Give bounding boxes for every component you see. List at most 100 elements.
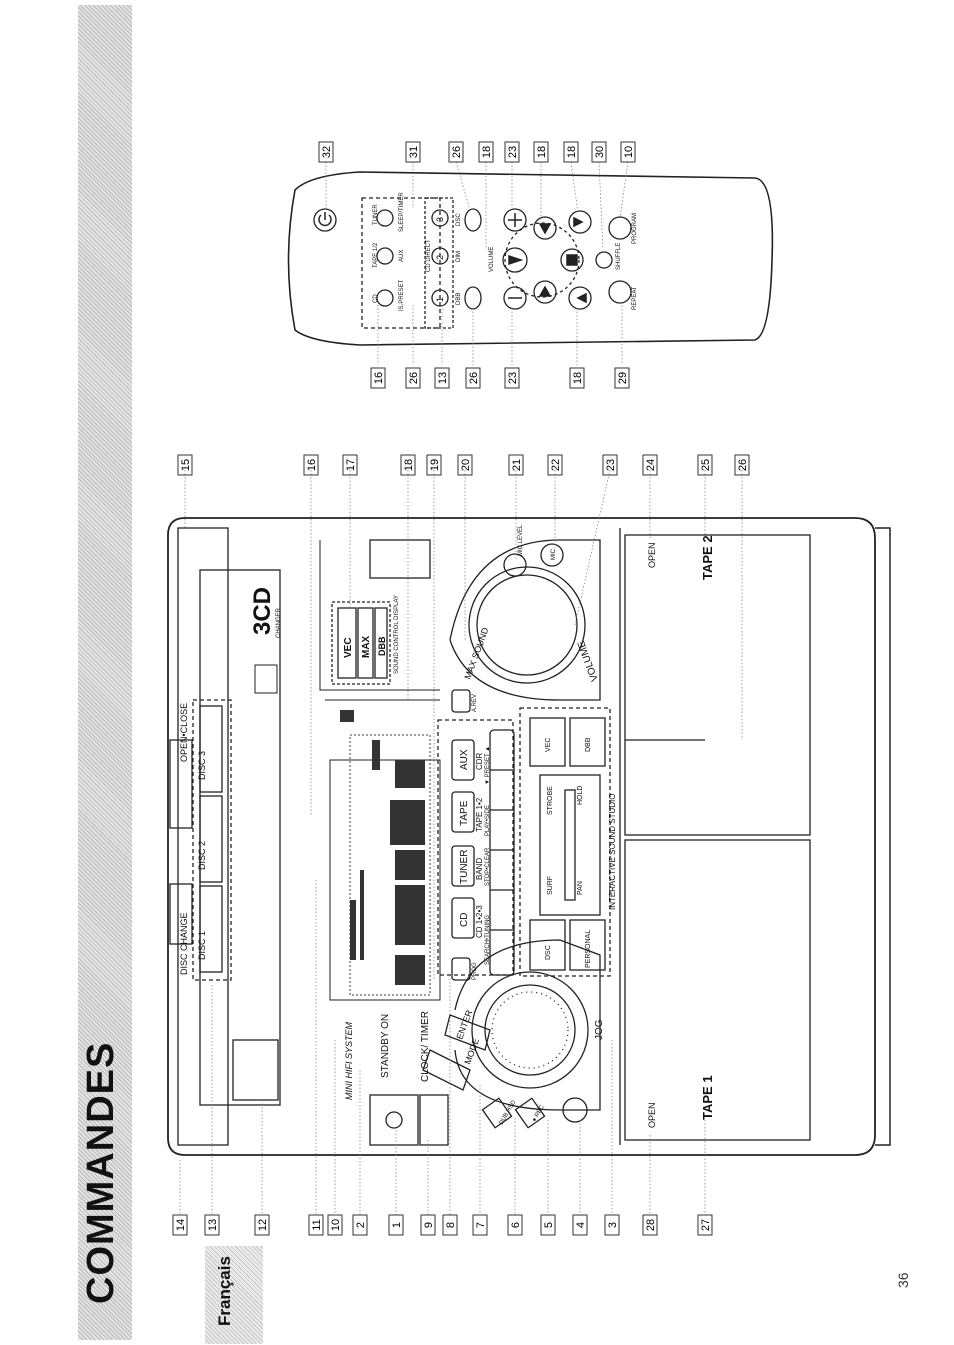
dbb-indicator: DBB xyxy=(377,636,387,656)
callout: 24 xyxy=(645,459,657,471)
model-label: MINI HIFI SYSTEM xyxy=(344,1021,354,1100)
unit-callouts-right: 15 16 17 18 19 20 21 22 23 24 25 26 xyxy=(177,454,750,476)
callout: 23 xyxy=(507,372,519,384)
remote-tuner: TUNER xyxy=(373,204,379,225)
enter-label: ENTER xyxy=(454,1008,474,1041)
callout: 23 xyxy=(605,459,617,471)
clock-timer-label: CLOCK/ TIMER xyxy=(420,1011,431,1082)
remote-callouts-bottom: 16 26 13 26 23 18 29 xyxy=(370,367,630,389)
source-tuner-sub: BAND xyxy=(475,858,484,880)
remote-cd: CD xyxy=(373,294,379,303)
callout: 13 xyxy=(207,1219,219,1231)
callout: 10 xyxy=(330,1219,342,1231)
prog-label: PROG xyxy=(472,962,478,980)
unit-callouts-left: 14 13 12 11 10 2 1 9 8 7 6 5 4 3 28 27 xyxy=(172,1214,713,1236)
source-aux: AUX xyxy=(459,749,470,770)
callout: 2 xyxy=(355,1222,367,1228)
studio-hold: HOLD xyxy=(577,786,584,805)
callout: 27 xyxy=(700,1219,712,1231)
callout: 18 xyxy=(403,459,415,471)
remote-dbb: DBB xyxy=(456,293,462,305)
callout: 16 xyxy=(373,372,385,384)
callout: 8 xyxy=(445,1222,457,1228)
display-segments xyxy=(340,710,425,985)
callout: 26 xyxy=(408,372,420,384)
remote-dim: DIM xyxy=(456,251,462,262)
mode-label: MODE xyxy=(462,1037,481,1066)
remote-sleep: SLEEP/TIMER xyxy=(399,192,405,232)
standby-label: STANDBY ON xyxy=(380,1014,391,1078)
studio-dsc: DSC xyxy=(545,945,552,960)
callout: 11 xyxy=(311,1219,323,1230)
transport-label-1: SEARCH•TUNING xyxy=(485,915,491,965)
callout: 23 xyxy=(507,146,519,158)
header-band xyxy=(78,5,132,1340)
arev-label: A.REV xyxy=(472,694,478,712)
callout: 32 xyxy=(321,146,333,158)
remote-digit-3: 3 xyxy=(435,217,445,222)
callout: 12 xyxy=(257,1219,269,1231)
callout: 14 xyxy=(175,1219,187,1231)
callout: 20 xyxy=(460,459,472,471)
callout: 13 xyxy=(437,372,449,384)
callout: 29 xyxy=(617,372,629,384)
source-tape-sub: TAPE 1•2 xyxy=(475,797,484,832)
callout: 4 xyxy=(575,1222,587,1228)
remote-shuffle: SHUFFLE xyxy=(616,243,622,270)
sound-control-label: SOUND CONTROL DISPLAY xyxy=(394,595,400,674)
callout: 26 xyxy=(737,459,749,471)
callout: 18 xyxy=(566,146,578,158)
disc-1-label: DISC 1 xyxy=(197,931,207,960)
remote-leaders xyxy=(325,161,629,365)
brand-changer: CHANGER xyxy=(276,607,282,638)
remote-digit-2: 2 xyxy=(435,255,445,260)
transport-label-3: PLAY•SIDE xyxy=(485,805,491,836)
studio-dbb: DBB xyxy=(585,737,592,752)
main-unit xyxy=(167,517,891,1156)
callout: 26 xyxy=(451,146,463,158)
open-close-label: OPEN•CLOSE xyxy=(179,703,189,762)
studio-vec: VEC xyxy=(545,738,552,752)
remote-digit-1: 1 xyxy=(435,297,445,302)
callout: 17 xyxy=(345,459,357,471)
remote-repeat: REPEAT xyxy=(632,286,638,310)
mic-level-label: MIC LEVEL xyxy=(518,524,524,556)
remote-preset: IS.PRESET xyxy=(399,279,405,311)
remote-dsc: DSC xyxy=(456,213,462,226)
tape1-label: TAPE 1 xyxy=(700,1075,715,1120)
callout: 3 xyxy=(607,1222,619,1228)
callout: 21 xyxy=(511,459,523,471)
callout: 28 xyxy=(645,1219,657,1231)
callout: 5 xyxy=(543,1222,555,1228)
callout: 31 xyxy=(408,146,420,158)
source-cd: CD xyxy=(459,913,470,927)
language-tab: Français xyxy=(205,1246,263,1344)
tape1-open: OPEN xyxy=(647,1102,657,1128)
callout: 16 xyxy=(306,459,318,471)
callout: 30 xyxy=(594,146,606,158)
studio-surf: SURF xyxy=(547,876,554,895)
tape2-open: OPEN xyxy=(647,542,657,568)
tape2-label: TAPE 2 xyxy=(700,535,715,580)
source-aux-sub: CDR xyxy=(475,752,484,770)
callout: 18 xyxy=(572,372,584,384)
disc-2-label: DISC 2 xyxy=(197,841,207,870)
transport-label-2: STOP•CLEAR xyxy=(485,847,491,886)
remote-callouts-top: 32 31 26 18 23 18 18 30 10 xyxy=(318,141,636,163)
remote-symbols xyxy=(508,213,587,304)
remote-tape: TAPE 1/2 xyxy=(373,242,379,268)
callout: 6 xyxy=(510,1222,522,1228)
callout: 25 xyxy=(700,459,712,471)
callout: 1 xyxy=(391,1222,403,1228)
callout: 10 xyxy=(623,146,635,158)
studio-strobe: STROBE xyxy=(547,786,554,815)
max-sound-label: MAX SOUND xyxy=(462,626,490,681)
remote-control xyxy=(287,171,774,346)
power-icon[interactable] xyxy=(318,212,332,227)
brand-3cd: 3CD xyxy=(249,587,276,635)
studio-personal: PERSONAL xyxy=(585,930,592,968)
studio-pan: PAN xyxy=(577,881,584,895)
jog-label: JOG xyxy=(594,1019,605,1040)
callout: 22 xyxy=(550,459,562,471)
